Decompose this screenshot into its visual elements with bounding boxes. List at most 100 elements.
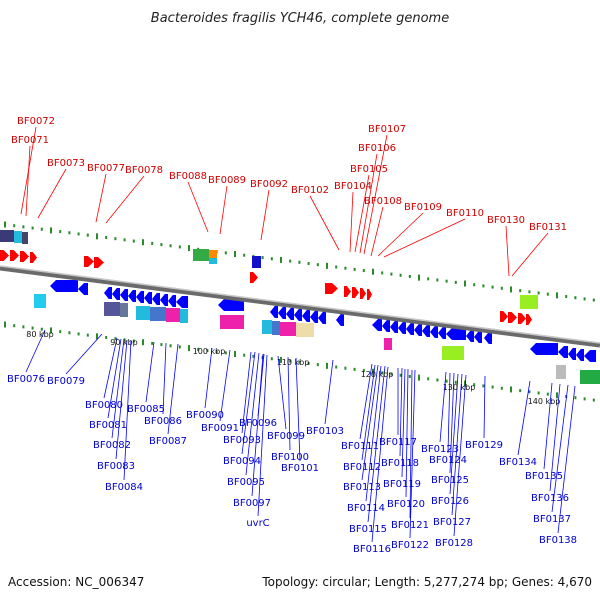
tick-mark <box>4 221 6 228</box>
ruler-label: 80 kbp <box>26 330 54 339</box>
tick-mark <box>574 296 577 300</box>
gene-arrow <box>310 311 318 323</box>
tick-mark <box>574 396 577 400</box>
gene-label-bf0080: BF0080 <box>85 400 123 411</box>
tick-mark <box>528 290 531 294</box>
gene-box <box>442 346 464 360</box>
gene-label-bf0115: BF0115 <box>349 524 387 535</box>
leader-line <box>377 212 424 257</box>
tick-mark <box>188 245 190 252</box>
leader-line <box>37 168 67 219</box>
gene-arrow <box>508 312 517 323</box>
tick-mark <box>169 344 172 348</box>
gene-label-bf0134: BF0134 <box>499 457 537 468</box>
gene-label-bf0125: BF0125 <box>431 475 469 486</box>
gene-arrow <box>474 331 482 343</box>
gene-label-bf0124: BF0124 <box>429 455 467 466</box>
leader-lines <box>20 126 576 543</box>
gene-box <box>520 295 538 309</box>
tick-mark <box>77 232 80 236</box>
tick-mark <box>142 339 144 346</box>
leader-line <box>204 347 213 409</box>
gene-label-bf0106: BF0106 <box>358 143 396 154</box>
tick-mark <box>40 327 43 331</box>
leader-line <box>95 173 107 223</box>
leader-line <box>361 364 376 461</box>
gene-arrow <box>518 313 526 324</box>
tick-mark <box>178 245 181 249</box>
ruler-label: 90 kbp <box>110 338 138 347</box>
tick-mark <box>13 224 16 228</box>
gene-arrow <box>390 321 398 333</box>
gene-box <box>556 365 566 379</box>
leader-line <box>359 153 378 254</box>
gene-arrow <box>372 319 382 331</box>
tick-mark <box>243 253 246 257</box>
leader-line <box>123 339 132 481</box>
gene-arrow <box>20 251 29 262</box>
gene-arrow <box>302 310 310 322</box>
leader-line <box>549 383 561 492</box>
leader-line <box>103 337 118 399</box>
tick-mark <box>372 268 374 275</box>
gene-arrow <box>352 287 359 298</box>
gene-label-bf0121: BF0121 <box>391 520 429 531</box>
leader-line <box>309 195 340 251</box>
leader-line <box>371 366 389 543</box>
tick-mark <box>399 273 402 277</box>
gene-label-bf0105: BF0105 <box>350 164 388 175</box>
gene-label-bf0088: BF0088 <box>169 171 207 182</box>
leader-line <box>517 380 531 456</box>
gene-arrow <box>94 257 104 268</box>
leader-line <box>162 342 167 415</box>
tick-mark <box>86 233 89 237</box>
gene-arrow <box>160 294 168 306</box>
ruler-label: 100 kbp <box>193 347 226 356</box>
gene-box <box>272 321 280 335</box>
gene-arrow <box>406 323 414 335</box>
gene-label-bf0072: BF0072 <box>17 116 55 127</box>
tick-mark <box>270 257 273 261</box>
gene-label-bf0090: BF0090 <box>186 410 224 421</box>
gene-label-bf0118: BF0118 <box>381 458 419 469</box>
gene-label-bf0126: BF0126 <box>431 496 469 507</box>
tick-mark <box>289 259 292 263</box>
tick-mark <box>445 379 448 383</box>
tick-mark <box>105 336 108 340</box>
tick-mark <box>96 333 98 340</box>
tick-mark <box>418 374 420 381</box>
gene-box <box>220 315 244 329</box>
leader-line <box>365 365 382 502</box>
gene-box <box>193 249 209 261</box>
leader-line <box>409 369 413 519</box>
tick-mark <box>583 297 586 301</box>
gene-arrow <box>367 289 372 300</box>
tick-mark <box>537 391 540 395</box>
tick-mark <box>178 345 181 349</box>
gene-arrow <box>558 346 568 358</box>
gene-label-bf0099: BF0099 <box>267 431 305 442</box>
tick-mark <box>188 345 190 352</box>
gene-arrow <box>250 272 258 283</box>
leader-line <box>107 338 122 419</box>
tick-mark <box>491 385 494 389</box>
gene-arrow <box>422 325 430 337</box>
gene-label-bf0136: BF0136 <box>531 493 569 504</box>
tick-mark <box>381 371 384 375</box>
leader-line <box>359 363 373 440</box>
ruler-label: 140 kbp <box>528 397 561 406</box>
tick-mark <box>224 351 227 355</box>
tick-mark <box>592 398 595 402</box>
tick-mark <box>68 331 71 335</box>
gene-label-bf0071: BF0071 <box>11 135 49 146</box>
gene-arrow <box>120 289 128 301</box>
gene-box <box>209 258 217 264</box>
tick-mark <box>59 330 62 334</box>
tick-mark <box>280 256 282 263</box>
gene-box <box>120 303 128 317</box>
gene-arrow <box>176 296 188 308</box>
tick-mark <box>289 359 292 363</box>
leader-line <box>187 181 209 233</box>
